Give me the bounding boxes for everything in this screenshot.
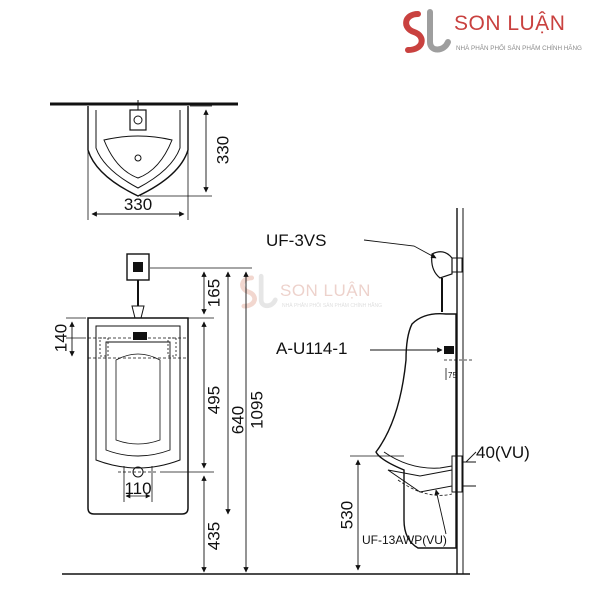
front-view-floor-label: 435 (204, 522, 223, 550)
top-view: 330 330 (50, 100, 238, 220)
top-view-depth-label: 330 (213, 136, 232, 164)
top-view-basin (103, 135, 173, 179)
front-view: 110 140 165 495 640 1095 435 (51, 253, 266, 573)
side-view-height-label: 530 (337, 501, 356, 529)
top-view-width-label: 330 (124, 195, 152, 214)
brand-logo: SON LUẬN NHÀ PHÂN PHỐI SẢN PHẨM CHÍNH HÃ… (398, 8, 598, 60)
side-view-flush-valve (431, 251, 453, 279)
side-view-trap-label: UF-13AWP(VU) (362, 533, 447, 547)
side-view-hanger-label: A-U114-1 (276, 339, 348, 358)
watermark-name: SON LUẬN (280, 281, 371, 300)
side-view-hanger (444, 346, 454, 354)
front-view-bowl (95, 325, 181, 469)
side-view-flush-valve-label: UF-3VS (266, 231, 326, 250)
front-view-rim-label: 140 (51, 324, 70, 352)
front-view-hanger-mark (133, 332, 147, 340)
side-view-outlet-fitting (451, 455, 463, 493)
front-view-outlet-label: 110 (124, 479, 151, 498)
top-view-bowl-outline (87, 106, 189, 197)
side-view-body (375, 313, 457, 549)
top-view-valve-knob (133, 115, 143, 125)
top-view-bowl-inner (95, 110, 181, 189)
top-view-drain (134, 154, 142, 162)
side-view-hanger-mark: 75 (448, 371, 457, 380)
side-view-trap (387, 469, 453, 493)
front-view-bowl-label: 495 (204, 386, 223, 414)
side-view-outlet-label: 40(VU) (476, 443, 530, 462)
brand-name: SON LUẬN (454, 12, 566, 35)
front-view-flush-label: 165 (204, 279, 223, 307)
side-view: 75 UF-3VS A-U114-1 40(VU) UF-13AWP(VU) 5… (266, 208, 530, 574)
brand-logo-icon (403, 9, 451, 53)
front-view-body (87, 317, 189, 515)
front-view-flush-button (133, 262, 143, 272)
side-view-flush-valve-leader (363, 239, 437, 259)
front-view-body-label: 640 (228, 406, 247, 434)
watermark-tagline: NHÀ PHÂN PHỐI SẢN PHẨM CHÍNH HÃNG (282, 303, 383, 309)
side-view-trap-leader (434, 489, 447, 535)
brand-tagline: NHÀ PHÂN PHỐI SẢN PHẨM CHÍNH HÃNG (456, 45, 582, 52)
front-view-total-label: 1095 (247, 391, 266, 429)
top-view-flush-valve (129, 109, 147, 131)
